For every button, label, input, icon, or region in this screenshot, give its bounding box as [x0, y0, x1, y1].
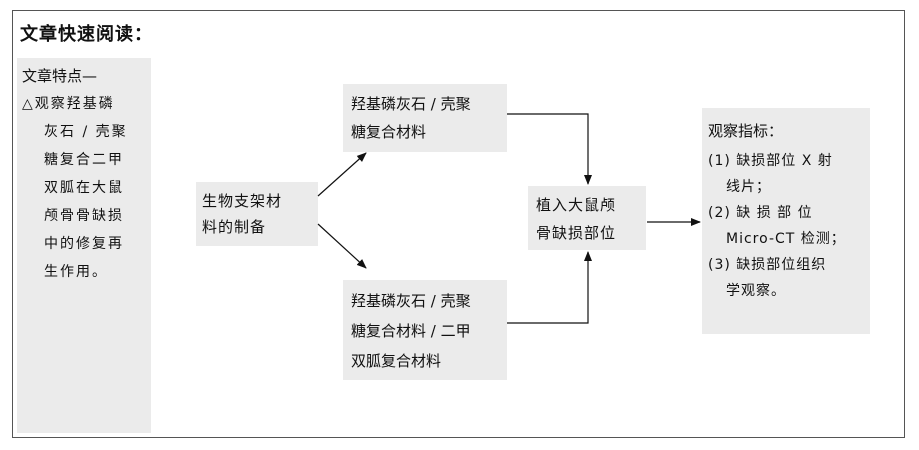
observation-item: 学观察。	[726, 283, 786, 299]
observation-item: (2) 缺 损 部 位	[708, 205, 813, 221]
diagram-frame	[12, 10, 905, 438]
arrow-prep-to-a	[317, 152, 367, 197]
node-line: 糖复合材料	[351, 123, 427, 141]
arrow-a-to-implant	[507, 113, 592, 185]
feature-line: 糖复合二甲	[44, 152, 124, 168]
feature-line: 灰石 / 壳聚	[44, 124, 128, 140]
observation-item: (1) 缺损部位 X 射	[708, 153, 833, 169]
page-title: 文章快速阅读：	[20, 24, 153, 45]
observation-item: 线片；	[726, 179, 771, 195]
node-material-a: 羟基磷灰石 / 壳聚 糖复合材料	[343, 84, 507, 152]
node-implantation: 植入大鼠颅 骨缺损部位	[528, 186, 646, 250]
arrow-prep-to-b	[317, 223, 367, 269]
observation-heading: 观察指标：	[708, 122, 784, 140]
feature-line: 双胍在大鼠	[44, 180, 124, 196]
node-line: 料的制备	[202, 218, 267, 236]
node-line: 糖复合材料 / 二甲	[351, 322, 471, 340]
feature-line: 中的修复再	[44, 236, 124, 252]
features-heading: 文章特点—	[22, 67, 98, 85]
features-panel: 文章特点— △观察羟基磷 灰石 / 壳聚 糖复合二甲 双胍在大鼠 颅骨骨缺损 中…	[17, 58, 151, 433]
node-line: 羟基磷灰石 / 壳聚	[351, 292, 471, 310]
node-line: 羟基磷灰石 / 壳聚	[351, 95, 471, 113]
node-scaffold-preparation: 生物支架材 料的制备	[196, 182, 318, 246]
feature-line: △观察羟基磷	[22, 96, 115, 112]
observation-item: (3) 缺损部位组织	[708, 257, 827, 273]
node-material-b: 羟基磷灰石 / 壳聚 糖复合材料 / 二甲 双胍复合材料	[343, 280, 507, 380]
node-line: 骨缺损部位	[536, 224, 617, 242]
observation-panel: 观察指标： (1) 缺损部位 X 射 线片； (2) 缺 损 部 位 Micro…	[702, 108, 870, 334]
node-line: 双胍复合材料	[351, 352, 442, 370]
node-line: 植入大鼠颅	[536, 196, 617, 214]
observation-item: Micro-CT 检测；	[726, 231, 846, 247]
node-line: 生物支架材	[202, 192, 283, 210]
feature-line: 生作用。	[44, 264, 108, 280]
arrow-b-to-implant	[507, 251, 592, 324]
feature-line: 颅骨骨缺损	[44, 208, 124, 224]
